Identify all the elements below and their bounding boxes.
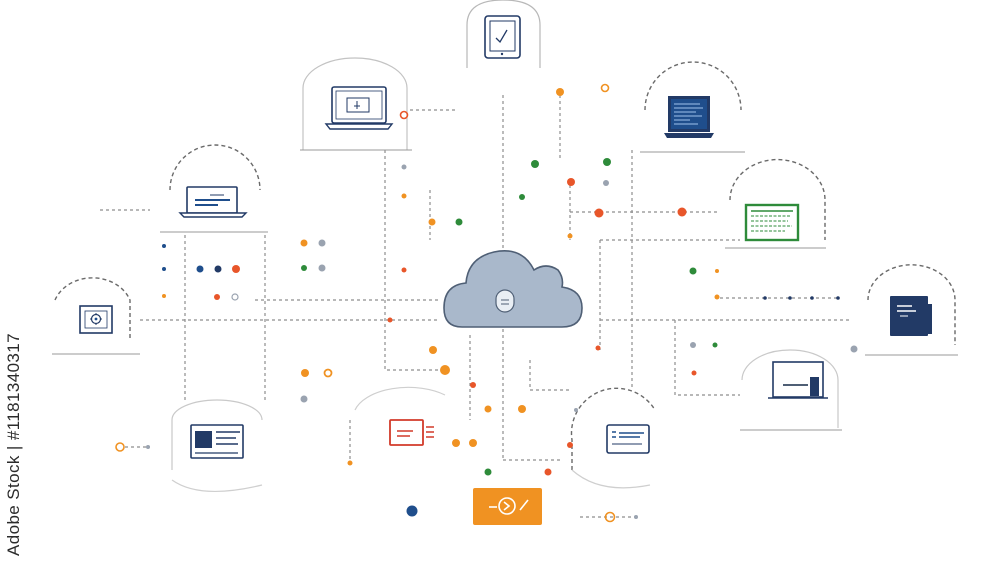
watermark-side-text: Adobe Stock | #1181340317: [4, 333, 23, 556]
monitor-icon: [768, 361, 828, 399]
connector-dots: [115, 83, 858, 523]
share-button-icon[interactable]: [473, 488, 542, 525]
document-icon: [890, 296, 932, 336]
spreadsheet-monitor-icon: [744, 203, 800, 242]
browser-window-icon: [606, 424, 650, 454]
tablet-icon: [484, 15, 521, 59]
laptop-code-icon: [664, 96, 714, 138]
laptop-icon: [324, 86, 394, 130]
device-bubbles: [52, 0, 958, 492]
server-icon: [79, 305, 113, 334]
email-icon: [389, 419, 434, 446]
laptop-small-icon: [178, 186, 248, 218]
cloud-icon: [443, 250, 583, 328]
id-card-icon: [190, 424, 244, 459]
